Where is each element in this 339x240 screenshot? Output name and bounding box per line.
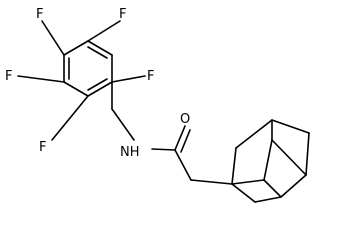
adamantane-bond-5 xyxy=(280,174,307,198)
adamantane-bond-4 xyxy=(305,132,310,176)
molecule-diagram: F F F F F NH O xyxy=(5,7,310,203)
atom-labels: F F F F F NH O xyxy=(5,7,190,160)
cf-bond-top-right xyxy=(87,20,121,42)
fluorine-bonds xyxy=(17,20,146,141)
ring-to-nitrogen-bond xyxy=(111,108,135,141)
ring-bond-1-inner xyxy=(87,46,108,59)
adamantane-bond-6 xyxy=(263,179,282,198)
adamantane-bond-1 xyxy=(231,147,237,185)
cf-bond-top-left xyxy=(41,20,65,56)
fluorine-label-top-left: F xyxy=(36,7,43,22)
fluorine-label-top-right: F xyxy=(119,7,126,22)
adamantane-bond-2 xyxy=(235,119,273,149)
carbonyl-to-methylene-bond xyxy=(174,149,192,181)
adamantane-bond-8 xyxy=(263,139,273,181)
nitrogen-to-carbonyl-bond xyxy=(151,148,176,151)
ring-bond-3 xyxy=(87,81,113,97)
adamantane-bond-11 xyxy=(231,183,256,203)
adamantane-bond-12 xyxy=(254,196,282,203)
adamantane-bond-7 xyxy=(231,179,265,185)
cf-bond-right xyxy=(111,75,146,83)
ring-bond-6 xyxy=(63,40,89,56)
fluorine-label-bottom: F xyxy=(39,140,46,155)
amide-linkage xyxy=(111,108,233,185)
ring-bond-1 xyxy=(87,40,113,56)
methylene-to-adamantyl-bond xyxy=(190,179,233,185)
cf-bond-bottom xyxy=(51,95,89,141)
fluorine-label-left: F xyxy=(5,69,12,84)
adamantane-bond-3 xyxy=(271,119,310,134)
ring-bond-4 xyxy=(63,81,89,97)
adamantane-bond-10 xyxy=(271,139,307,176)
ring-bond-3-inner xyxy=(87,78,108,91)
adamantane-cage xyxy=(231,119,310,203)
cf-bond-left xyxy=(17,75,65,83)
oxygen-label: O xyxy=(180,112,190,127)
carbonyl-double-bond-a xyxy=(174,125,186,151)
fluorine-label-right: F xyxy=(147,69,154,84)
carbonyl-double-bond-b xyxy=(180,129,191,153)
nitrogen-label: NH xyxy=(120,145,140,160)
pentafluorophenyl-ring xyxy=(63,40,113,97)
